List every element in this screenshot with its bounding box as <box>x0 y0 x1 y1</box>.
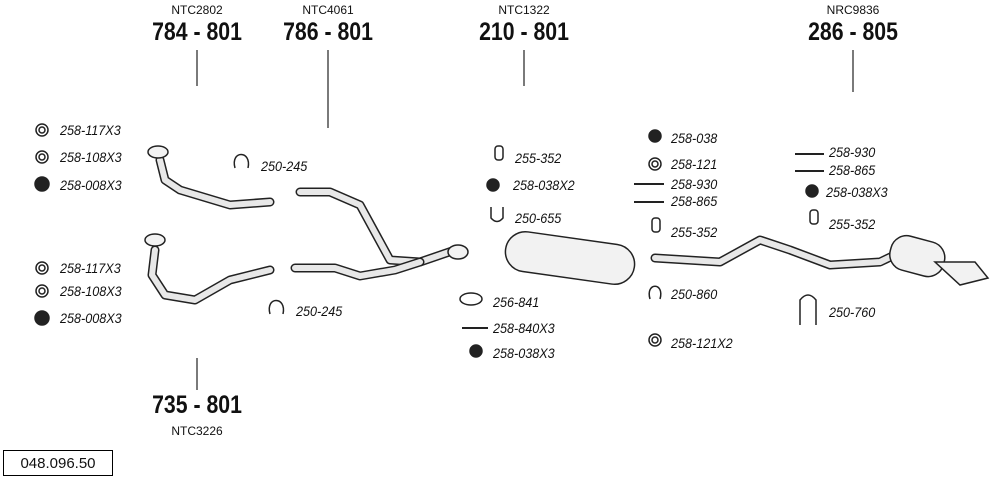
part-label[interactable]: 250-245 <box>261 158 308 174</box>
part-label[interactable]: 258-038X2 <box>513 177 575 193</box>
flange <box>144 233 166 247</box>
part-number[interactable]: 210 - 801 <box>479 18 569 46</box>
part-number[interactable]: 286 - 805 <box>808 18 898 46</box>
part-label[interactable]: 255-352 <box>515 150 562 166</box>
part-label[interactable]: 258-117X3 <box>60 122 121 138</box>
pipes <box>147 155 910 305</box>
part-label[interactable]: 250-760 <box>829 304 876 320</box>
part-label[interactable]: 258-840X3 <box>493 320 555 336</box>
tailpipe <box>933 261 990 286</box>
part-label[interactable]: 258-930 <box>829 144 876 160</box>
part-number[interactable]: 786 - 801 <box>283 18 373 46</box>
part-code: NTC3226 <box>171 424 223 438</box>
part-label[interactable]: 256-841 <box>493 294 540 310</box>
clamp-icons <box>233 153 817 325</box>
flange <box>147 145 169 159</box>
part-label[interactable]: 258-038X3 <box>826 184 888 200</box>
part-label[interactable]: 250-655 <box>515 210 562 226</box>
part-label[interactable]: 258-117X3 <box>60 260 121 276</box>
nut-icons <box>34 129 819 358</box>
part-label[interactable]: 258-038X3 <box>493 345 555 361</box>
part-code: NTC1322 <box>498 3 550 17</box>
part-label[interactable]: 258-865 <box>829 162 876 178</box>
part-label[interactable]: 258-108X3 <box>60 283 122 299</box>
part-label[interactable]: 255-352 <box>829 216 876 232</box>
part-number[interactable]: 735 - 801 <box>152 391 242 419</box>
part-label[interactable]: 255-352 <box>671 224 718 240</box>
part-label[interactable]: 258-108X3 <box>60 149 122 165</box>
part-label[interactable]: 250-860 <box>671 286 718 302</box>
part-code: NRC9836 <box>826 3 880 17</box>
front-silencer <box>504 230 636 286</box>
part-label[interactable]: 258-008X3 <box>60 310 122 326</box>
part-label[interactable]: 258-121X2 <box>671 335 733 351</box>
bolt-icons <box>462 153 824 329</box>
part-label[interactable]: 258-865 <box>671 193 718 209</box>
part-code: NTC4061 <box>302 3 354 17</box>
part-label[interactable]: 258-930 <box>671 176 718 192</box>
part-label[interactable]: 258-038 <box>671 130 718 146</box>
part-label[interactable]: 250-245 <box>296 303 343 319</box>
hanger-icons <box>459 145 819 306</box>
gasket-icons <box>35 123 662 347</box>
part-code: NTC2802 <box>171 3 223 17</box>
part-number[interactable]: 784 - 801 <box>152 18 242 46</box>
rear-silencer <box>889 234 946 278</box>
flange <box>447 244 469 260</box>
part-label[interactable]: 258-121 <box>671 156 718 172</box>
diagram-reference-box: 048.096.50 <box>3 450 113 476</box>
part-label[interactable]: 258-008X3 <box>60 177 122 193</box>
